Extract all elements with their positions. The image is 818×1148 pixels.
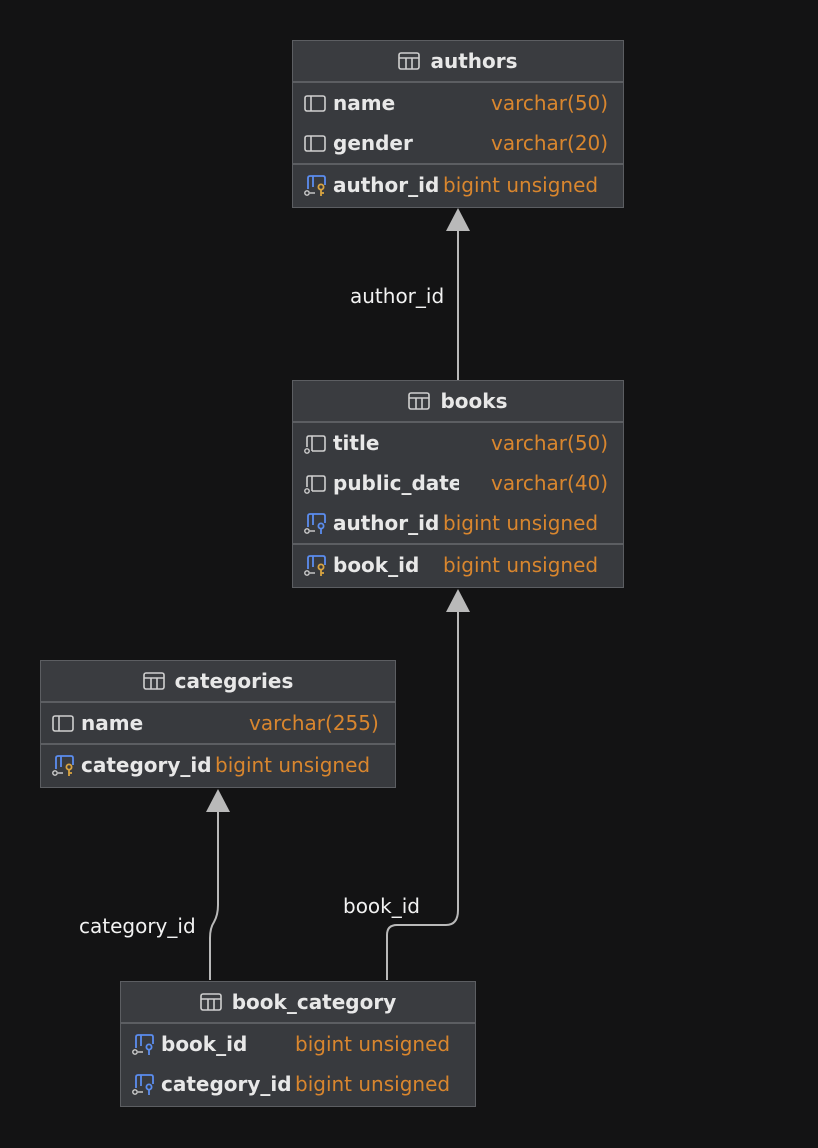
table-book-category[interactable]: book_category book_id bigint unsigned	[120, 981, 476, 1107]
table-title: authors	[430, 49, 518, 73]
primary-key-row[interactable]: book_id bigint unsigned	[293, 543, 623, 585]
column-type: bigint unsigned	[295, 1072, 451, 1096]
column-name: public_date	[333, 471, 459, 495]
edge-label-author-id: author_id	[350, 284, 445, 308]
column-row[interactable]: category_id bigint unsigned	[121, 1064, 475, 1104]
column-name: book_id	[161, 1032, 248, 1056]
column-name: title	[333, 431, 380, 455]
column-type: bigint unsigned	[443, 553, 599, 577]
primary-key-row[interactable]: author_id bigint unsigned	[293, 163, 623, 205]
column-name: author_id	[333, 173, 440, 197]
column-name: book_id	[333, 553, 420, 577]
column-name: gender	[333, 131, 413, 155]
column-row[interactable]: name varchar(50)	[293, 83, 623, 123]
column-row[interactable]: book_id bigint unsigned	[121, 1024, 475, 1064]
column-not-null-icon	[304, 475, 326, 494]
table-header: book_category	[121, 982, 475, 1024]
column-row[interactable]: gender varchar(20)	[293, 123, 623, 163]
column-name: author_id	[333, 511, 440, 535]
foreign-key-icon	[304, 513, 326, 534]
column-type: varchar(255)	[249, 711, 379, 735]
table-books[interactable]: books title varchar(50) public_date varc…	[292, 380, 624, 588]
table-icon	[398, 52, 421, 70]
column-type: bigint unsigned	[443, 511, 599, 535]
column-type: varchar(20)	[491, 131, 609, 155]
column-type: bigint unsigned	[215, 753, 371, 777]
column-name: name	[81, 711, 144, 735]
table-title: books	[440, 389, 508, 413]
table-authors[interactable]: authors name varchar(50) gender varchar(…	[292, 40, 624, 208]
primary-key-icon	[304, 175, 326, 196]
table-header: authors	[293, 41, 623, 83]
arrowhead-books	[446, 589, 470, 612]
table-header: categories	[41, 661, 395, 703]
primary-key-icon	[52, 755, 74, 776]
column-type: varchar(40)	[491, 471, 609, 495]
arrowhead-categories	[206, 789, 230, 812]
table-title: categories	[174, 669, 294, 693]
edge-label-category-id: category_id	[79, 914, 196, 938]
column-type: varchar(50)	[491, 91, 609, 115]
table-title: book_category	[231, 990, 397, 1014]
edge-book-category-categories	[209, 812, 219, 980]
primary-key-row[interactable]: category_id bigint unsigned	[41, 743, 395, 785]
table-header: books	[293, 381, 623, 423]
column-type: bigint unsigned	[295, 1032, 451, 1056]
column-icon	[304, 135, 326, 152]
foreign-key-icon	[132, 1074, 154, 1095]
primary-key-icon	[304, 555, 326, 576]
column-row[interactable]: author_id bigint unsigned	[293, 503, 623, 543]
column-name: name	[333, 91, 396, 115]
column-not-null-icon	[304, 435, 326, 454]
column-name: category_id	[81, 753, 212, 777]
edge-book-category-books	[386, 612, 459, 980]
column-name: category_id	[161, 1072, 292, 1096]
table-categories[interactable]: categories name varchar(255) category_id…	[40, 660, 396, 788]
column-row[interactable]: title varchar(50)	[293, 423, 623, 463]
column-icon	[304, 95, 326, 112]
column-row[interactable]: name varchar(255)	[41, 703, 395, 743]
column-row[interactable]: public_date varchar(40)	[293, 463, 623, 503]
table-icon	[142, 672, 165, 690]
column-type: bigint unsigned	[443, 173, 599, 197]
foreign-key-icon	[132, 1034, 154, 1055]
table-icon	[199, 993, 222, 1011]
column-icon	[52, 715, 74, 732]
arrowhead-authors	[446, 208, 470, 231]
column-type: varchar(50)	[491, 431, 609, 455]
table-icon	[408, 392, 431, 410]
edge-label-book-id: book_id	[343, 894, 421, 918]
